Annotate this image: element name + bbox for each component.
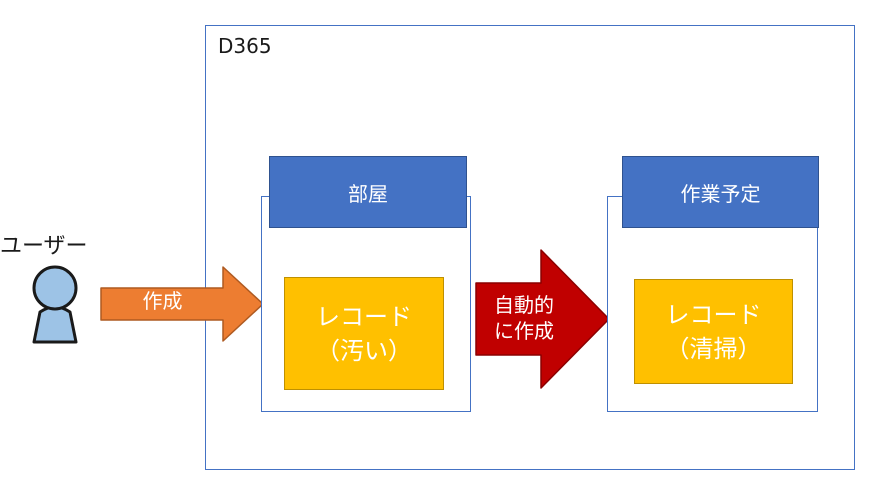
d365-boundary xyxy=(205,25,855,470)
room-record-title: レコード xyxy=(316,302,412,331)
auto-create-line2: に作成 xyxy=(494,319,554,343)
auto-create-arrow-label: 自動的 に作成 xyxy=(478,292,570,344)
work-schedule-record: レコード （清掃） xyxy=(634,279,793,384)
d365-label: D365 xyxy=(218,34,272,58)
room-record: レコード （汚い） xyxy=(284,277,444,390)
room-record-status: （汚い） xyxy=(316,336,412,365)
auto-create-line1: 自動的 xyxy=(494,293,554,317)
create-arrow xyxy=(100,266,264,342)
work-schedule-record-status: （清掃） xyxy=(665,334,762,363)
user-label: ユーザー xyxy=(0,234,88,259)
user-icon xyxy=(32,265,78,344)
work-schedule-entity-header: 作業予定 xyxy=(622,156,819,228)
room-entity-header: 部屋 xyxy=(269,156,467,228)
work-schedule-record-title: レコード xyxy=(665,300,762,329)
create-arrow-label: 作成 xyxy=(142,289,183,313)
auto-create-arrow xyxy=(475,249,610,389)
